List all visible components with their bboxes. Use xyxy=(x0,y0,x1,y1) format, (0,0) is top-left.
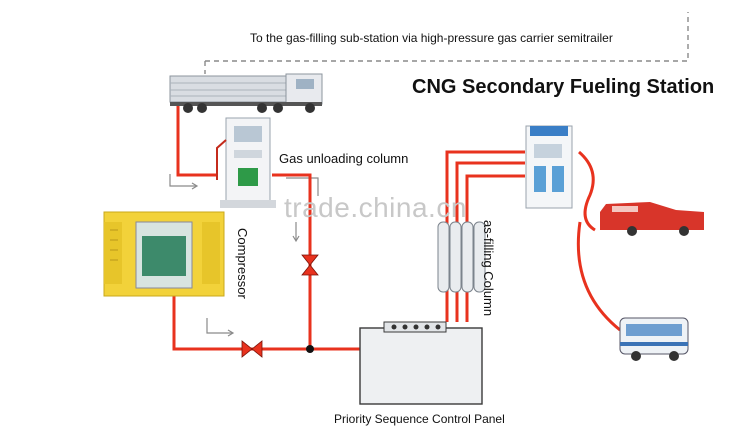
unloading-column-icon xyxy=(216,117,276,208)
flow-arrows xyxy=(169,174,319,337)
compressor-label: Compressor xyxy=(235,228,250,299)
dashed-return-route xyxy=(204,12,689,74)
compressor-unit-icon xyxy=(103,211,225,297)
valve-icon xyxy=(301,254,319,276)
route-caption: To the gas-filling sub-station via high-… xyxy=(250,31,613,45)
control-panel-label: Priority Sequence Control Panel xyxy=(334,412,505,426)
fuel-dispenser-icon xyxy=(525,125,573,209)
storage-cylinders-icon xyxy=(437,221,486,293)
bus-icon xyxy=(619,317,689,361)
page-title: CNG Secondary Fueling Station xyxy=(412,76,715,98)
gas-filling-column-label: as-filling Column xyxy=(481,220,496,317)
pipe-junction xyxy=(306,345,314,353)
car-icon xyxy=(600,202,704,236)
semitrailer-truck-icon xyxy=(169,73,323,113)
valve-icon xyxy=(241,340,263,358)
control-panel-icon xyxy=(359,321,483,405)
gas-unloading-column-label: Gas unloading column xyxy=(279,151,409,166)
watermark: trade.china.cn xyxy=(284,192,467,223)
